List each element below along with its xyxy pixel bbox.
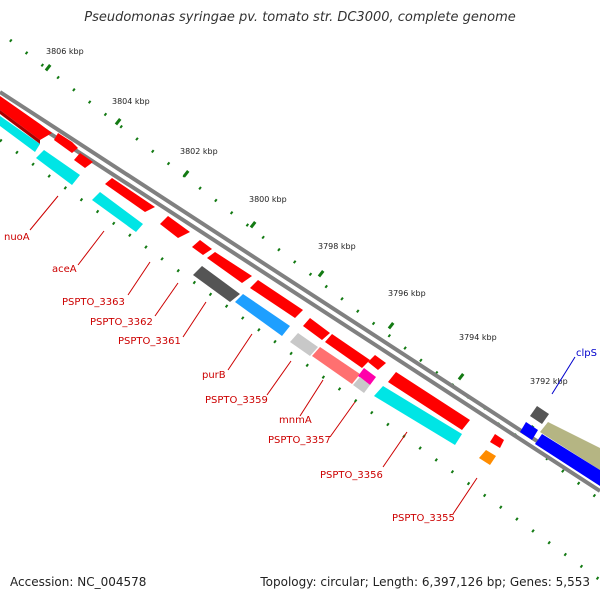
gene-label[interactable]: PSPTO_3357 <box>268 435 331 446</box>
kbp-label: 3798 kbp <box>318 242 356 251</box>
gene-grey-2[interactable] <box>530 406 549 424</box>
gene-PSPTO_3359[interactable] <box>303 318 330 340</box>
gene-aceA[interactable] <box>105 178 155 212</box>
gene-cyan-1[interactable] <box>0 116 40 152</box>
gene-label[interactable]: PSPTO_3355 <box>392 513 455 524</box>
kbp-label: 3800 kbp <box>249 195 287 204</box>
gene-PSPTO_3357[interactable] <box>368 355 386 370</box>
map-title: Pseudomonas syringae pv. tomato str. DC3… <box>84 10 516 25</box>
gene-label[interactable]: PSPTO_3359 <box>205 395 268 406</box>
gene-label[interactable]: PSPTO_3361 <box>118 336 181 347</box>
gene-PSPTO_3356-cyan[interactable] <box>374 386 462 445</box>
gene-label[interactable]: PSPTO_3363 <box>62 297 125 308</box>
gene-clpS-blue[interactable] <box>535 434 600 486</box>
label-leader-lines <box>29 195 478 515</box>
gene-label[interactable]: nuoA <box>4 232 30 243</box>
gene-PSPTO_3363[interactable] <box>160 216 190 238</box>
gene-cyan-2[interactable] <box>36 150 80 185</box>
kbp-label: 3794 kbp <box>459 333 497 342</box>
outer-tick-track <box>0 38 600 582</box>
gene-label[interactable]: PSPTO_3356 <box>320 470 383 481</box>
gene-label[interactable]: mnmA <box>279 415 312 426</box>
gene-PSPTO_3361[interactable] <box>207 252 252 283</box>
gene-purB[interactable] <box>250 280 303 318</box>
gene-label[interactable]: PSPTO_3362 <box>90 317 153 328</box>
gene-mnmA[interactable] <box>325 334 370 368</box>
accession-text: Accession: NC_004578 <box>10 575 147 589</box>
gene-aceA-cyan[interactable] <box>92 192 143 232</box>
gene-magenta[interactable] <box>358 368 376 385</box>
gene-orange[interactable] <box>479 450 496 465</box>
gene-grey-1[interactable] <box>193 266 240 302</box>
gene-labels: nuoA aceA PSPTO_3363 PSPTO_3362 PSPTO_33… <box>4 232 597 524</box>
kbp-labels: 3806 kbp 3804 kbp 3802 kbp 3800 kbp 3798… <box>46 47 568 386</box>
gene-clpS-blue-small[interactable] <box>520 422 538 440</box>
topology-text: Topology: circular; Length: 6,397,126 bp… <box>260 575 590 589</box>
kbp-label: 3802 kbp <box>180 147 218 156</box>
kbp-label: 3792 kbp <box>530 377 568 386</box>
gene-nuoA-shadow <box>0 110 40 144</box>
gene-PSPTO_3356[interactable] <box>388 372 470 430</box>
gene-blocks <box>0 96 600 486</box>
gene-PSPTO_3355[interactable] <box>490 434 504 448</box>
gene-purB-blue[interactable] <box>235 294 290 336</box>
gene-small-red-2[interactable] <box>74 153 93 168</box>
kbp-label: 3804 kbp <box>112 97 150 106</box>
kbp-label: 3806 kbp <box>46 47 84 56</box>
kbp-label: 3796 kbp <box>388 289 426 298</box>
gene-light-grey[interactable] <box>290 333 318 356</box>
gene-mnmA-pink[interactable] <box>312 347 360 384</box>
gene-PSPTO_3362[interactable] <box>192 240 212 255</box>
genome-backbone <box>0 90 600 493</box>
kbp-major-ticks <box>44 64 535 433</box>
gene-olive[interactable] <box>540 422 600 470</box>
gene-label[interactable]: purB <box>202 370 226 381</box>
gene-label[interactable]: clpS <box>576 348 597 359</box>
gene-grey-small[interactable] <box>353 377 370 393</box>
gene-label[interactable]: aceA <box>52 264 77 275</box>
label-leader-lines-blue <box>551 356 576 395</box>
gene-nuoA[interactable] <box>0 96 52 140</box>
gene-small-red-1[interactable] <box>54 133 78 153</box>
